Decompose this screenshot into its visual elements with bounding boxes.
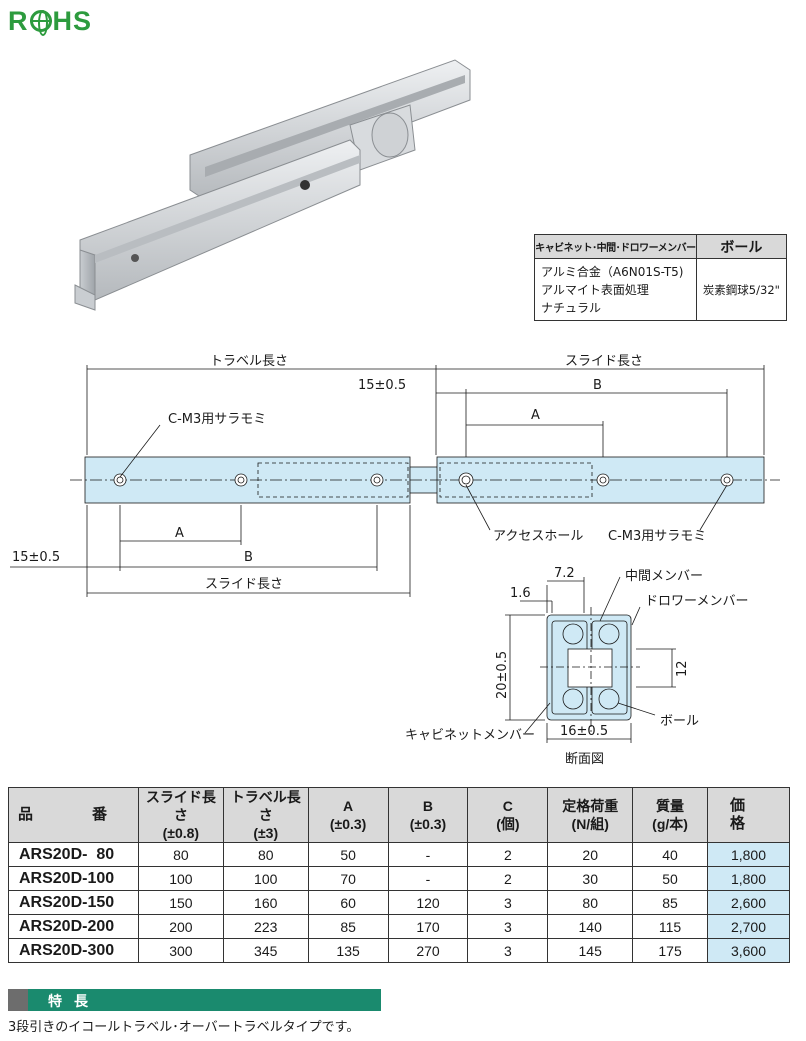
table-row: ARS20D-150 150 160 60 120 3 80 85 2,600	[8, 890, 791, 915]
dim-slide-length-bottom: スライド長さ	[205, 577, 283, 592]
table-cell: 140	[547, 914, 634, 939]
heading-marker	[8, 989, 28, 1011]
table-cell: 30	[547, 866, 634, 891]
table-cell: 60	[307, 890, 389, 915]
table-cell: 85	[307, 914, 389, 939]
dim-a-top: A	[531, 408, 540, 423]
model-cell: ARS20D-100	[8, 866, 139, 891]
price-cell: 1,800	[706, 842, 791, 867]
spec-header-model: 品 番	[8, 787, 139, 843]
material-header-ball: ボール	[695, 234, 788, 259]
price-cell: 3,600	[706, 938, 791, 963]
sec-dim-72: 7.2	[554, 566, 575, 581]
price-cell: 2,700	[706, 914, 791, 939]
table-cell: 223	[222, 914, 309, 939]
model-cell: ARS20D-150	[8, 890, 139, 915]
dim-b-top: B	[593, 378, 602, 393]
table-cell: 145	[547, 938, 634, 963]
sec-dim-16: 1.6	[510, 586, 531, 601]
spec-header-a: A(±0.3)	[307, 787, 389, 843]
table-cell: 80	[547, 890, 634, 915]
table-cell: -	[387, 866, 469, 891]
sec-inner: 12	[675, 660, 690, 677]
table-cell: 115	[632, 914, 708, 939]
screw-label-right: C-M3用サラモミ	[608, 529, 706, 544]
sec-drawer-member: ドロワーメンバー	[645, 594, 748, 609]
material-table: キャビネット･中間･ドロワーメンバー ボール アルミ合金（A6N01S-T5) …	[534, 234, 788, 321]
table-cell: 175	[632, 938, 708, 963]
table-cell: 3	[467, 938, 549, 963]
spec-header-c: C(個)	[467, 787, 549, 843]
dim-slide-length-top: スライド長さ	[565, 354, 643, 369]
material-line: ナチュラル	[541, 300, 602, 315]
table-cell: 50	[632, 866, 708, 891]
sec-caption: 断面図	[565, 752, 604, 767]
material-ball-cell: 炭素鋼球5/32"	[695, 258, 788, 321]
dim-offset-bottom: 15±0.5	[12, 550, 60, 565]
table-cell: 2	[467, 866, 549, 891]
material-members-cell: アルミ合金（A6N01S-T5) アルマイト表面処理 ナチュラル	[534, 258, 697, 321]
spec-header-b: B(±0.3)	[387, 787, 469, 843]
table-row: ARS20D- 80 80 80 50 - 2 20 40 1,800	[8, 842, 791, 867]
dim-b-bottom: B	[244, 550, 253, 565]
price-cell: 2,600	[706, 890, 791, 915]
table-cell: 270	[387, 938, 469, 963]
table-cell: 300	[137, 938, 224, 963]
table-cell: 85	[632, 890, 708, 915]
table-cell: 170	[387, 914, 469, 939]
spec-header-load: 定格荷重(N/組)	[547, 787, 634, 843]
table-row: ARS20D-300 300 345 135 270 3 145 175 3,6…	[8, 938, 791, 963]
features-heading-bar: 特長	[8, 989, 381, 1011]
table-cell: 100	[137, 866, 224, 891]
table-cell: 150	[137, 890, 224, 915]
spec-header-price: 価 格	[706, 787, 791, 843]
table-cell: 2	[467, 842, 549, 867]
table-cell: 345	[222, 938, 309, 963]
screw-label-left: C-M3用サラモミ	[168, 412, 266, 427]
table-cell: 80	[222, 842, 309, 867]
features-heading: 特長	[48, 994, 100, 1010]
table-cell: 120	[387, 890, 469, 915]
product-image	[74, 59, 471, 311]
table-cell: 40	[632, 842, 708, 867]
sec-cabinet-member: キャビネットメンバー	[405, 728, 535, 743]
spec-table: 品 番 スライド長さ(±0.8) トラベル長さ(±3) A(±0.3) B(±0…	[8, 787, 791, 963]
access-hole-label: アクセスホール	[493, 529, 583, 544]
table-cell: 70	[307, 866, 389, 891]
spec-header-travel: トラベル長さ(±3)	[222, 787, 309, 843]
sec-ball-label: ボール	[660, 714, 699, 729]
table-cell: 50	[307, 842, 389, 867]
table-cell: -	[387, 842, 469, 867]
sec-height: 20±0.5	[495, 651, 510, 699]
dim-a-bottom: A	[175, 526, 184, 541]
table-row: ARS20D-100 100 100 70 - 2 30 50 1,800	[8, 866, 791, 891]
table-cell: 200	[137, 914, 224, 939]
dim-offset-top: 15±0.5	[358, 378, 406, 393]
material-line: アルマイト表面処理	[541, 282, 649, 297]
model-cell: ARS20D-300	[8, 938, 139, 963]
table-cell: 3	[467, 890, 549, 915]
table-row: ARS20D-200 200 223 85 170 3 140 115 2,70…	[8, 914, 791, 939]
globe-icon	[29, 10, 52, 36]
dim-travel-length: トラベル長さ	[210, 354, 288, 369]
features-text: 3段引きのイコールトラベル･オーバートラベルタイプです。	[8, 1020, 360, 1035]
technical-drawing: トラベル長さ スライド長さ 15±0.5 B A C-M3用サラモミ アクセスホ…	[10, 354, 780, 767]
table-cell: 135	[307, 938, 389, 963]
sec-width: 16±0.5	[560, 724, 608, 739]
table-cell: 20	[547, 842, 634, 867]
sec-middle-member: 中間メンバー	[625, 569, 703, 584]
price-cell: 1,800	[706, 866, 791, 891]
table-cell: 100	[222, 866, 309, 891]
table-cell: 3	[467, 914, 549, 939]
material-header-members: キャビネット･中間･ドロワーメンバー	[534, 234, 697, 259]
model-cell: ARS20D-200	[8, 914, 139, 939]
table-cell: 80	[137, 842, 224, 867]
model-cell: ARS20D- 80	[8, 842, 139, 867]
spec-header-slide: スライド長さ(±0.8)	[137, 787, 224, 843]
spec-header-mass: 質量(g/本)	[632, 787, 708, 843]
material-line: アルミ合金（A6N01S-T5)	[541, 264, 684, 279]
table-cell: 160	[222, 890, 309, 915]
